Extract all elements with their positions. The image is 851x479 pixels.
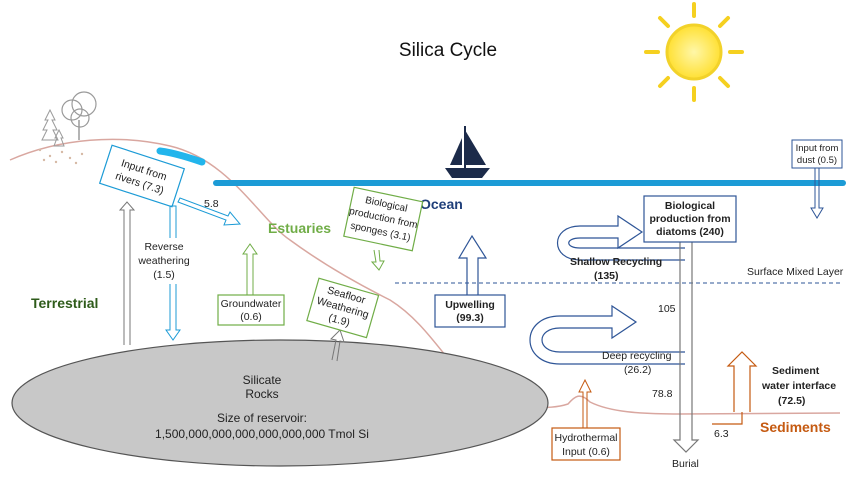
deep-recycling-line1: Deep recycling	[602, 350, 672, 362]
dust-input-line2: dust (0.5)	[797, 155, 837, 166]
reservoir-title-line1: Silicate	[243, 373, 282, 387]
flux-value-78-8: 78.8	[652, 388, 673, 400]
sediment-interface-line1: Sediment	[772, 365, 820, 377]
diatoms-box	[643, 195, 737, 243]
deep-recycling-line2: (26.2)	[624, 364, 651, 376]
burial-label: Burial	[672, 458, 699, 470]
shallow-recycling-line2: (135)	[594, 270, 619, 282]
upwelling-arrow	[457, 234, 488, 295]
hydrothermal-line2: Input (0.6)	[562, 446, 610, 458]
flux-value-6-3: 6.3	[714, 428, 729, 440]
rivers-input-box: Input from rivers (7.3)	[98, 144, 186, 208]
sediments-label: Sediments	[760, 419, 831, 435]
reverse-weathering-arrow	[165, 205, 181, 341]
terrestrial-label: Terrestrial	[31, 295, 98, 311]
groundwater-line1: Groundwater	[221, 298, 282, 310]
upwelling-box	[434, 294, 506, 328]
estuary-flux-value: 5.8	[204, 198, 219, 210]
silicate-rocks-reservoir	[11, 339, 549, 467]
diagram-title: Silica Cycle	[399, 40, 497, 61]
hydrothermal-line1: Hydrothermal	[554, 432, 617, 444]
groundwater-line2: (0.6)	[240, 311, 262, 323]
sponges-box: Biological production from sponges (3.1)	[343, 186, 424, 252]
surface-mixed-layer-label: Surface Mixed Layer	[747, 266, 844, 278]
tree-icon	[38, 91, 97, 165]
reverse-weathering-line3: (1.5)	[153, 269, 175, 281]
groundwater-arrow	[242, 243, 258, 295]
burial-arrow	[672, 240, 700, 453]
dust-input-arrow	[810, 168, 824, 219]
reverse-weathering-line2: weathering	[137, 255, 190, 267]
ocean-label: Ocean	[420, 196, 463, 212]
diatoms-line3: diatoms (240)	[656, 226, 724, 238]
seafloor-weathering-line3: (1.9)	[327, 312, 351, 329]
flux-value-105: 105	[658, 303, 676, 315]
groundwater-box	[217, 294, 285, 326]
shallow-recycling-arrow	[556, 214, 685, 261]
upwelling-line1: Upwelling	[445, 299, 495, 311]
reservoir-title-line2: Rocks	[245, 387, 278, 401]
land-seabed-profile	[9, 138, 841, 415]
hydrothermal-arrow	[578, 378, 592, 428]
deep-recycling-arrow	[529, 304, 685, 365]
diatoms-line1: Biological	[665, 200, 715, 212]
upwelling-line2: (99.3)	[456, 312, 483, 324]
estuaries-label: Estuaries	[268, 220, 331, 236]
rivers-to-estuary-arrow	[177, 197, 242, 226]
sediment-interface-arrow	[712, 351, 758, 425]
weathering-up-arrow	[118, 201, 136, 345]
sediment-interface-line3: (72.5)	[778, 395, 805, 407]
reverse-weathering-line1: Reverse	[144, 241, 183, 253]
dust-input-line1: Input from	[796, 143, 839, 154]
dust-input-box	[791, 139, 843, 169]
shallow-recycling-line1: Shallow Recycling	[570, 256, 662, 268]
diatoms-line2: production from	[649, 213, 730, 225]
sediment-interface-line2: water interface	[761, 380, 836, 392]
sailboat-icon	[445, 126, 490, 178]
hydrothermal-box	[551, 427, 621, 461]
sponges-arrow	[370, 249, 385, 271]
sun-icon	[644, 2, 744, 102]
reservoir-size-label: Size of reservoir:	[217, 411, 307, 425]
seafloor-weathering-box: Seafloor Weathering (1.9)	[306, 277, 380, 339]
reservoir-size-value: 1,500,000,000,000,000,000,000 Tmol Si	[155, 427, 369, 441]
river-segment	[156, 147, 206, 166]
